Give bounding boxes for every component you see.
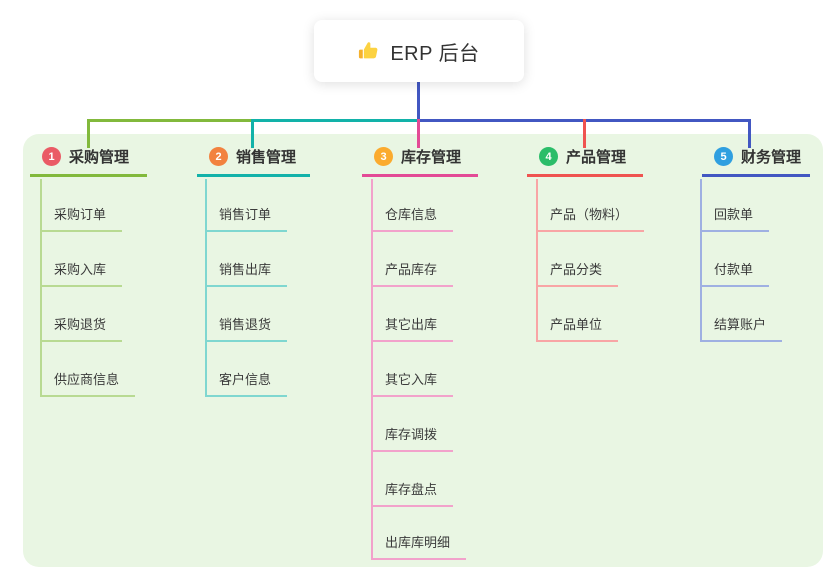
node-receipt-bill[interactable]: 回款单 [700,206,770,232]
drop-branch-4 [583,119,586,148]
branches-panel [23,134,823,567]
thumbs-up-icon [358,40,380,62]
branch-vline [371,179,373,560]
drop-branch-3 [417,119,420,148]
node-sales-order[interactable]: 销售订单 [205,206,288,232]
badge-2: 2 [209,147,228,166]
root-node-erp[interactable]: ERP 后台 [314,20,524,82]
root-stem-connector [417,82,420,121]
branch-header-inventory[interactable]: 3 库存管理 [362,146,478,177]
node-purchase-order[interactable]: 采购订单 [40,206,123,232]
branch-header-finance[interactable]: 5 财务管理 [702,146,810,177]
node-product-unit[interactable]: 产品单位 [536,316,619,342]
node-stock-count[interactable]: 库存盘点 [371,481,454,507]
branch-label: 库存管理 [401,149,462,166]
branch-vline [700,179,702,340]
branch-vline [40,179,42,397]
branch-vline [205,179,207,397]
node-other-inbound[interactable]: 其它入库 [371,371,454,397]
connector-left-green [87,119,253,122]
node-product-stock[interactable]: 产品库存 [371,261,454,287]
root-node-label: ERP 后台 [390,42,480,65]
branch-header-product[interactable]: 4 产品管理 [527,146,643,177]
node-product-category[interactable]: 产品分类 [536,261,619,287]
node-customer-info[interactable]: 客户信息 [205,371,288,397]
branch-label: 财务管理 [741,149,802,166]
node-settlement-account[interactable]: 结算账户 [700,316,783,342]
node-purchase-return[interactable]: 采购退货 [40,316,123,342]
node-other-outbound[interactable]: 其它出库 [371,316,454,342]
badge-4: 4 [539,147,558,166]
drop-branch-1 [87,119,90,148]
node-outbound-detail[interactable]: 出库库明细 [371,534,467,560]
badge-5: 5 [714,147,733,166]
node-sales-outbound[interactable]: 销售出库 [205,261,288,287]
node-sales-return[interactable]: 销售退货 [205,316,288,342]
badge-1: 1 [42,147,61,166]
branch-label: 采购管理 [69,149,130,166]
node-stock-transfer[interactable]: 库存调拨 [371,426,454,452]
node-product-material[interactable]: 产品（物料） [536,206,645,232]
branch-header-purchase[interactable]: 1 采购管理 [30,146,147,177]
connector-mid-teal [252,119,418,122]
node-supplier-info[interactable]: 供应商信息 [40,371,136,397]
badge-3: 3 [374,147,393,166]
node-payment-bill[interactable]: 付款单 [700,261,770,287]
branch-header-sales[interactable]: 2 销售管理 [197,146,310,177]
branch-label: 产品管理 [566,149,627,166]
node-warehouse-info[interactable]: 仓库信息 [371,206,454,232]
drop-branch-2 [251,119,254,148]
branch-label: 销售管理 [236,149,297,166]
node-purchase-inbound[interactable]: 采购入库 [40,261,123,287]
drop-branch-5 [748,119,751,148]
branch-vline [536,179,538,340]
